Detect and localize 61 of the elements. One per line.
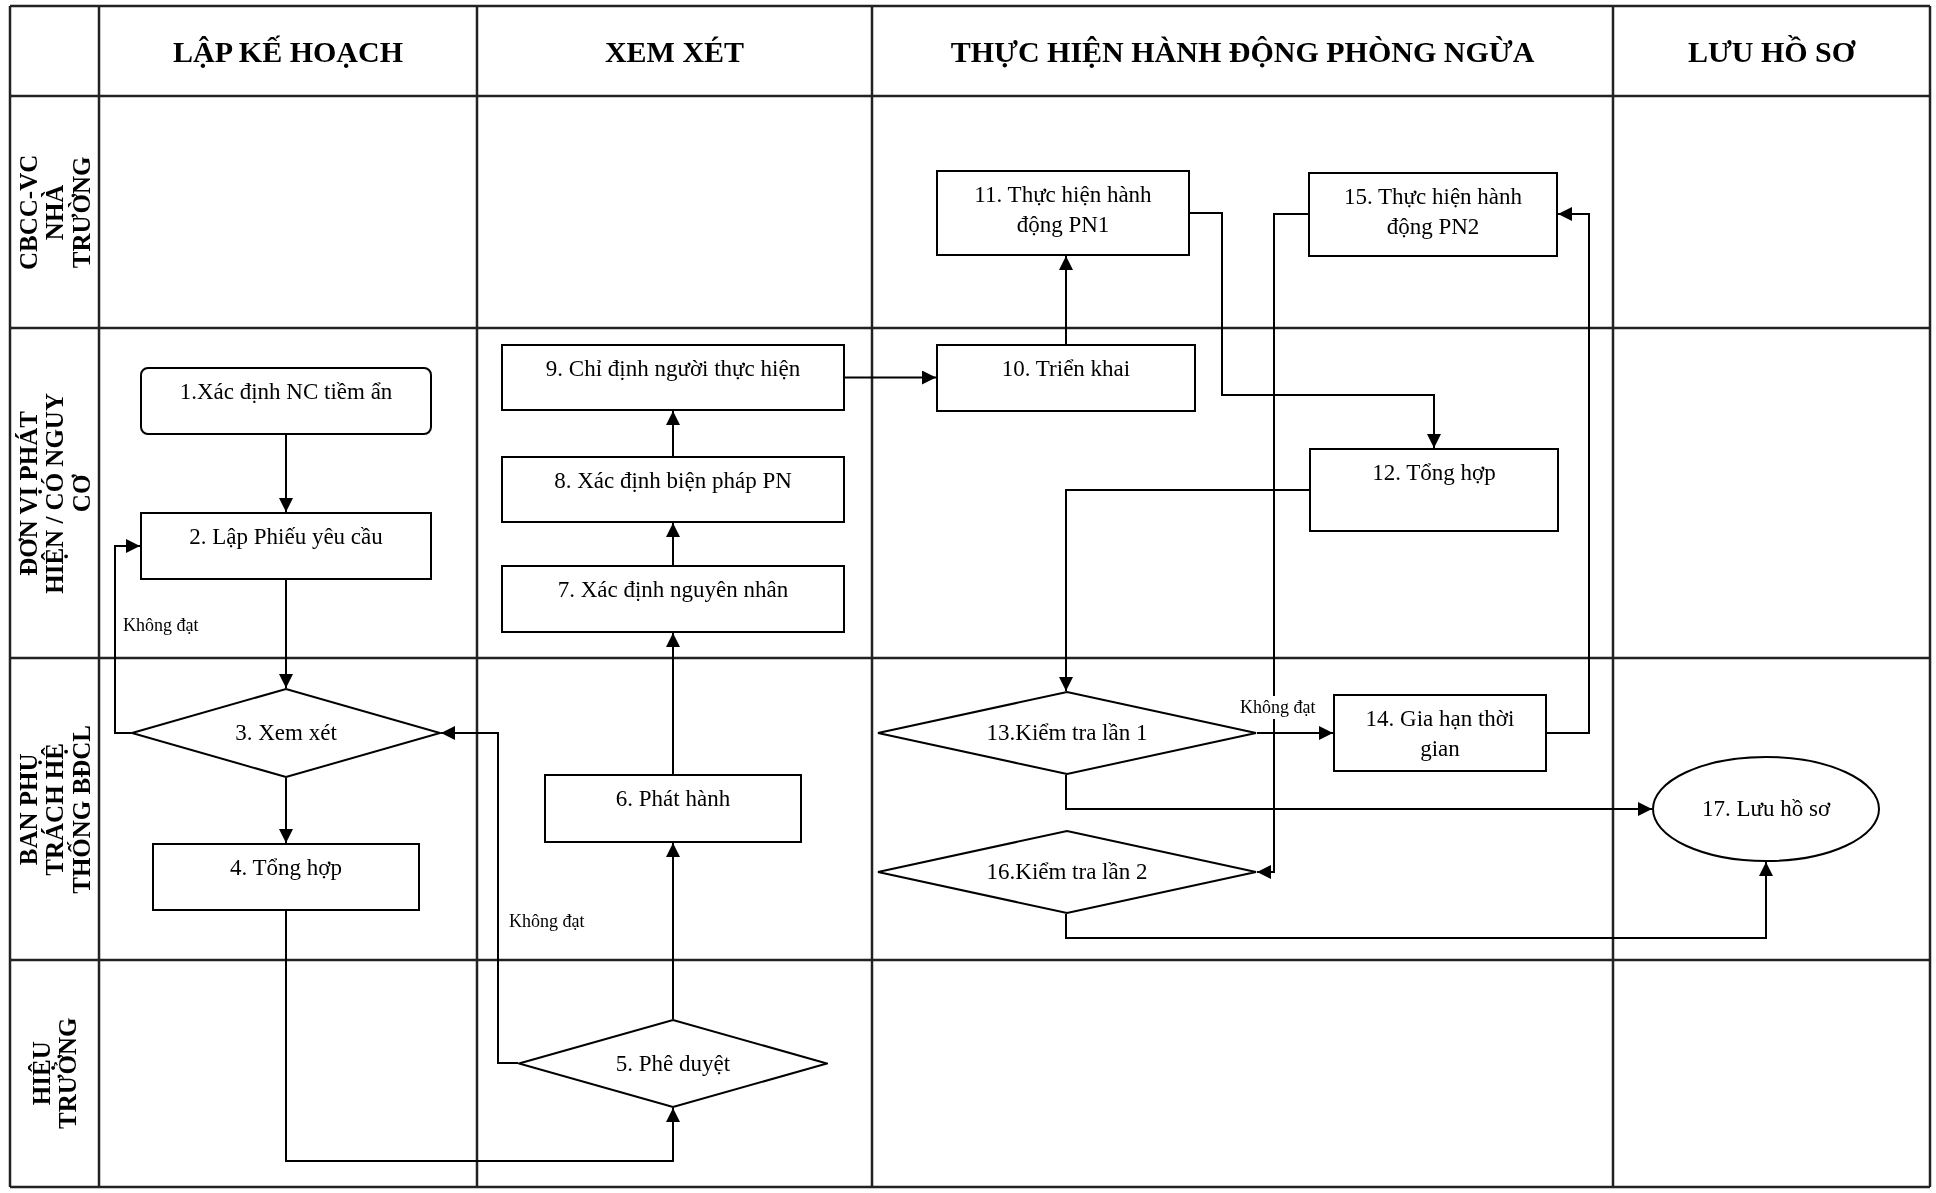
arrow xyxy=(666,842,680,1020)
step-label: 2. Lập Phiếu yêu cầu xyxy=(189,523,383,551)
lane-header: CBCC-VC NHÀ TRƯỜNG xyxy=(15,153,94,272)
step-label: 9. Chỉ định người thực hiện xyxy=(545,355,801,383)
step-label: 12. Tổng hợp xyxy=(1372,459,1496,487)
step-label: 17. Lưu hồ sơ xyxy=(1701,795,1831,824)
arrow xyxy=(114,539,141,734)
end-ellipse xyxy=(1652,756,1880,862)
step-label: 15. Thực hiện hành động PN2 xyxy=(1342,183,1524,241)
edge-label: Không đạt xyxy=(1238,696,1318,719)
start-box xyxy=(140,367,432,435)
process-box xyxy=(544,774,802,843)
arrow xyxy=(285,910,680,1162)
arrow xyxy=(666,410,680,457)
arrow xyxy=(279,777,293,844)
process-box xyxy=(501,456,845,523)
arrow xyxy=(1546,207,1590,734)
process-box xyxy=(140,512,432,580)
process-box xyxy=(152,843,420,911)
step-label: 16.Kiểm tra lần 2 xyxy=(986,858,1148,887)
arrow xyxy=(844,370,937,385)
step-label: 4. Tổng hợp xyxy=(229,854,342,882)
process-box xyxy=(501,565,845,633)
arrow xyxy=(1065,861,1773,939)
step-label: 7. Xác định nguyên nhân xyxy=(557,576,789,604)
step-label: 10. Triển khai xyxy=(1001,355,1131,383)
step-label: 6. Phát hành xyxy=(615,785,731,813)
process-box xyxy=(501,344,845,411)
step-label: 5. Phê duyệt xyxy=(615,1049,731,1078)
step-label: 3. Xem xét xyxy=(235,719,337,748)
decision-diamond xyxy=(518,1019,828,1108)
step-label: 11. Thực hiện hành động PN1 xyxy=(973,181,1153,239)
arrow xyxy=(1256,726,1334,740)
arrow xyxy=(666,522,680,566)
column-header: THỰC HIỆN HÀNH ĐỘNG PHÒNG NGỪA xyxy=(950,33,1535,70)
step-label: 8. Xác định biện pháp PN xyxy=(554,467,792,495)
process-box xyxy=(936,344,1196,412)
step-label: 14. Gia hạn thời gian xyxy=(1364,705,1516,763)
lane-header: HIỆU TRƯỞNG xyxy=(28,1016,81,1132)
process-box xyxy=(1309,448,1559,532)
arrow xyxy=(1059,255,1073,345)
arrow xyxy=(666,632,680,775)
column-header: LƯU HỒ SƠ xyxy=(1687,33,1856,70)
column-header: LẬP KẾ HOẠCH xyxy=(173,33,403,70)
step-label: 13.Kiểm tra lần 1 xyxy=(986,719,1148,748)
arrow xyxy=(1189,212,1441,449)
process-box xyxy=(1308,172,1558,257)
decision-diamond xyxy=(877,830,1257,914)
lane-header: BAN PHỤ TRÁCH HỆ THỐNG BĐCL xyxy=(15,723,94,896)
arrow xyxy=(440,726,519,1064)
decision-diamond xyxy=(131,688,441,778)
step-label: 1.Xác định NC tiềm ẩn xyxy=(179,378,393,406)
arrow xyxy=(1059,489,1310,692)
lane-header: ĐƠN VỊ PHÁT HIỆN / CÓ NGUY CƠ xyxy=(15,391,94,596)
column-header: XEM XÉT xyxy=(604,33,745,70)
process-box xyxy=(936,170,1190,256)
arrow xyxy=(1065,774,1653,816)
arrow xyxy=(279,579,293,689)
arrow xyxy=(279,434,293,513)
process-box xyxy=(1333,694,1547,772)
arrow xyxy=(1256,213,1309,879)
